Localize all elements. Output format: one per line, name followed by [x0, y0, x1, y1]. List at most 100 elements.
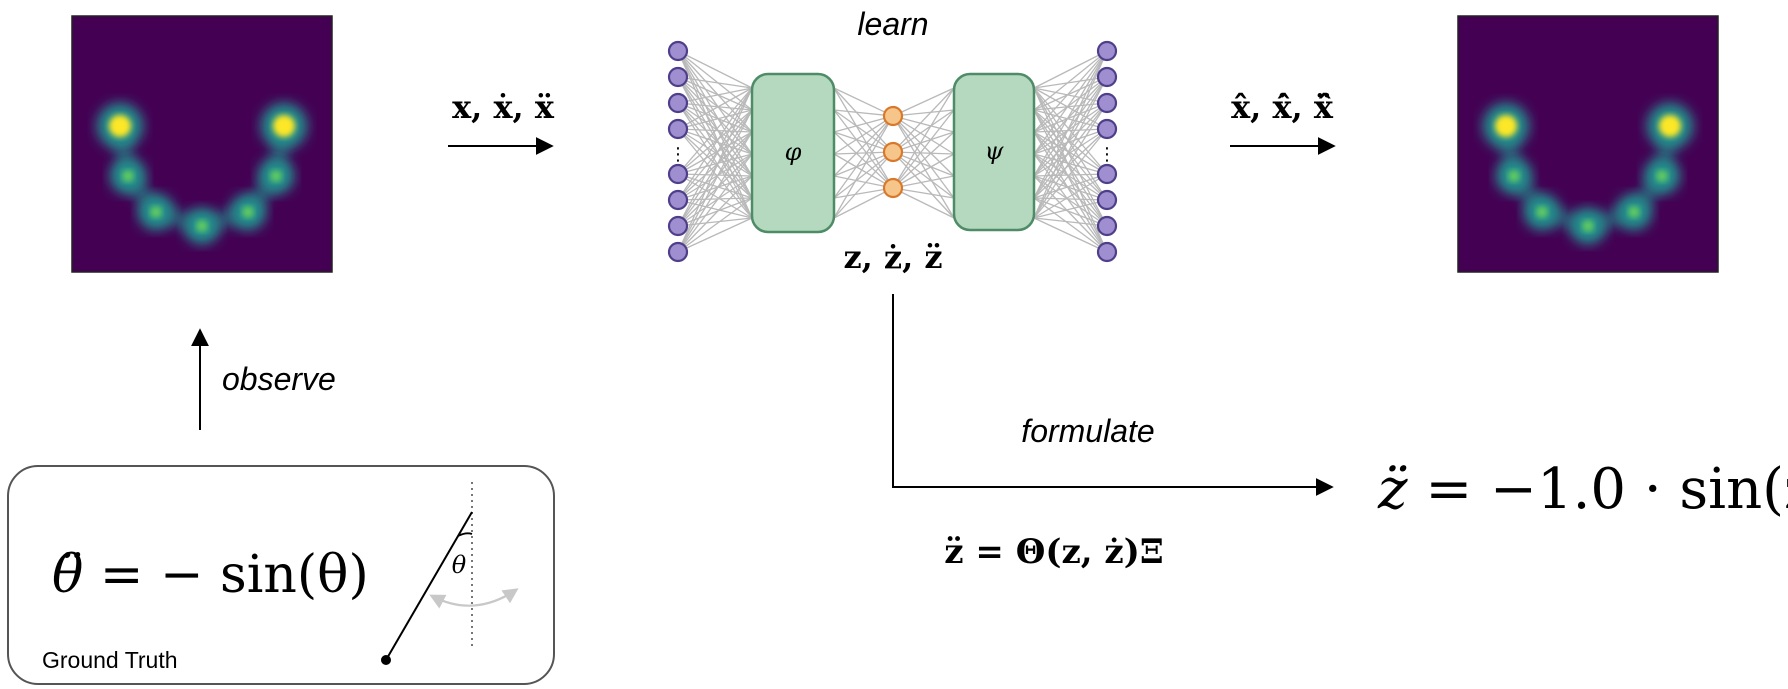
- heat-core: [150, 206, 162, 218]
- network-nodes: [667, 40, 1118, 263]
- network-edge: [677, 50, 753, 199]
- network-edge: [677, 87, 753, 227]
- heat-core: [1582, 220, 1594, 232]
- network-edge: [677, 76, 753, 89]
- pendulum-angle-arc: [457, 532, 473, 537]
- ground-truth-label: Ground Truth: [42, 647, 178, 673]
- ground-truth-equation: θ̈ = − sin(θ): [52, 545, 369, 605]
- network-edge: [1033, 87, 1108, 253]
- encoder-block: [750, 72, 836, 234]
- heat-core: [1508, 170, 1520, 182]
- network-edge: [892, 115, 955, 199]
- network-edge: [1033, 131, 1108, 227]
- network-edge: [833, 115, 894, 199]
- network-edge: [1033, 109, 1108, 227]
- output-neuron: [1096, 189, 1118, 211]
- output-neuron: [1096, 118, 1118, 140]
- network-edge: [1033, 197, 1108, 253]
- network-edge: [1033, 109, 1108, 130]
- network-edge: [892, 109, 955, 189]
- network-edge: [892, 87, 955, 153]
- network-edge: [677, 102, 753, 177]
- network-edge: [1033, 102, 1108, 111]
- learn-label: learn: [857, 6, 928, 42]
- network-edge: [677, 87, 753, 175]
- input-neuron: [667, 241, 689, 263]
- network-edge: [677, 153, 753, 253]
- encoder-symbol: φ: [785, 138, 802, 166]
- network-edge: [677, 102, 753, 133]
- pendulum-swing-arrow: [429, 588, 519, 609]
- network-edge: [677, 131, 753, 253]
- heat-core: [108, 114, 132, 138]
- pendulum-rod: [385, 511, 473, 661]
- heat-core: [1628, 206, 1640, 218]
- network-edge: [833, 109, 894, 153]
- input-neuron: [667, 92, 689, 114]
- output-neuron: [1096, 40, 1118, 62]
- network-edge: [677, 109, 753, 201]
- network-edge: [677, 50, 753, 111]
- network-edge: [833, 87, 894, 117]
- network-edge: [833, 87, 894, 189]
- pendulum-illustration: θ: [381, 482, 519, 665]
- heat-core: [1494, 114, 1518, 138]
- input-neuron: [667, 189, 689, 211]
- network-edge: [1033, 217, 1108, 253]
- network-edge: [677, 131, 753, 227]
- network-edge: [833, 87, 894, 153]
- network-edge: [677, 87, 753, 201]
- network-edge: [1033, 76, 1108, 133]
- network-edge: [1033, 102, 1108, 199]
- network-edge: [1033, 50, 1108, 111]
- formulate-label: formulate: [1021, 413, 1154, 449]
- network-edge: [677, 131, 753, 175]
- network-edge: [677, 173, 753, 199]
- input-neuron: [667, 163, 689, 185]
- network-edge: [677, 102, 753, 155]
- network-edge: [677, 76, 753, 155]
- latent-neuron: [882, 177, 904, 199]
- network-edge: [1033, 76, 1108, 155]
- network-edge: [1033, 87, 1108, 130]
- network-edge: [677, 109, 753, 130]
- network-edge: [892, 151, 955, 177]
- network-edge: [677, 175, 753, 227]
- network-edge: [833, 115, 894, 155]
- heat-core: [270, 170, 282, 182]
- network-edge: [833, 151, 894, 177]
- network-edge: [677, 217, 753, 253]
- network-edge: [677, 109, 753, 175]
- network-edge: [892, 115, 955, 133]
- input-neuron: [667, 66, 689, 88]
- network-edge: [677, 173, 753, 177]
- network-edge: [1033, 173, 1108, 199]
- network-edge: [677, 76, 753, 177]
- network-edge: [892, 153, 955, 189]
- network-edge: [1033, 76, 1108, 177]
- network-edge: [677, 87, 753, 253]
- network-edge: [677, 153, 753, 227]
- network-edge: [1033, 87, 1108, 227]
- network-edge: [1033, 76, 1108, 111]
- network-edge: [892, 131, 955, 189]
- network-edge: [833, 131, 894, 153]
- network-edge: [1033, 87, 1108, 104]
- network-edge: [1033, 175, 1108, 227]
- network-edge: [1033, 102, 1108, 133]
- output-neuron: [1096, 163, 1118, 185]
- network-edge: [1033, 153, 1108, 175]
- network-edge: [1033, 87, 1108, 175]
- latent-neuron: [882, 141, 904, 163]
- network-edge: [1033, 102, 1108, 177]
- network-edge: [1033, 131, 1108, 253]
- network-edge: [1033, 50, 1108, 89]
- output-neuron: [1096, 215, 1118, 237]
- network-edge: [677, 87, 753, 130]
- output-layer-ellipsis: ⋮: [1098, 144, 1116, 165]
- network-edge: [1033, 50, 1108, 199]
- network-edge: [1033, 109, 1108, 201]
- formulate-arrow: [892, 294, 1334, 496]
- heat-core: [242, 206, 254, 218]
